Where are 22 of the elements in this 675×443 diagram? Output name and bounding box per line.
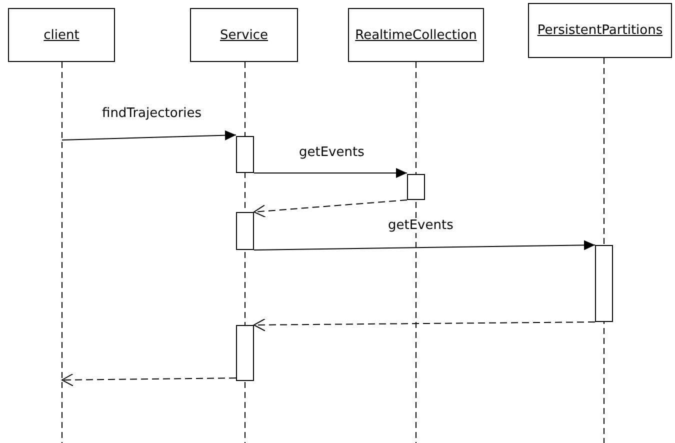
activation-bar — [595, 245, 613, 322]
lifeline-head — [190, 8, 298, 62]
activation-bar — [236, 212, 254, 250]
activation-bar — [236, 136, 254, 173]
object-name: PersistentPartitions — [537, 23, 663, 38]
object-name: client — [44, 28, 80, 42]
message-arrow — [254, 168, 408, 178]
object-name: RealtimeCollection — [355, 28, 477, 42]
message-label: findTrajectories — [100, 106, 204, 121]
return-arrow — [254, 200, 408, 218]
return-arrow — [254, 318, 596, 332]
activation-bar — [236, 325, 254, 381]
message-arrow — [254, 240, 596, 250]
message-arrow — [62, 130, 236, 140]
lifeline-head — [348, 8, 484, 62]
lifeline-head — [528, 3, 672, 58]
activation-bar — [407, 174, 425, 200]
object-name: Service — [220, 28, 268, 42]
lifeline-head — [8, 8, 115, 62]
message-label: getEvents — [297, 145, 366, 160]
return-arrow — [62, 373, 236, 386]
message-label: getEvents — [386, 218, 456, 233]
